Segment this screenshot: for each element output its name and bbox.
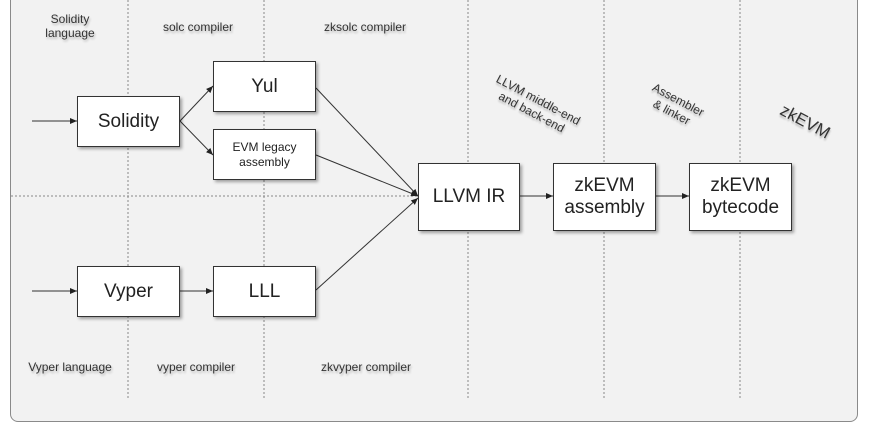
- label-solidity-language: Solidity language: [45, 12, 95, 40]
- node-solidity[interactable]: Solidity: [77, 96, 180, 147]
- edge-yul-llvm: [315, 87, 419, 197]
- node-evm-legacy-assembly[interactable]: EVM legacy assembly: [213, 129, 316, 180]
- edge-lll-llvm: [315, 197, 419, 291]
- edge-evm-llvm: [315, 154, 419, 197]
- label-solc-compiler: solc compiler: [162, 20, 234, 34]
- label-vyper-language: Vyper language: [28, 360, 112, 374]
- label-vyper-compiler: vyper compiler: [156, 360, 236, 374]
- node-llvm-ir[interactable]: LLVM IR: [418, 163, 520, 231]
- node-vyper[interactable]: Vyper: [77, 266, 180, 317]
- node-lll[interactable]: LLL: [213, 266, 316, 317]
- node-zkevm-bytecode[interactable]: zkEVM bytecode: [689, 163, 792, 231]
- node-zkevm-assembly[interactable]: zkEVM assembly: [553, 163, 656, 231]
- edge-solidity-yul: [179, 85, 214, 122]
- label-zkvyper-compiler: zkvyper compiler: [320, 360, 412, 374]
- node-yul[interactable]: Yul: [213, 61, 316, 112]
- edge-solidity-evm: [179, 120, 214, 156]
- label-zksolc-compiler: zksolc compiler: [323, 20, 407, 34]
